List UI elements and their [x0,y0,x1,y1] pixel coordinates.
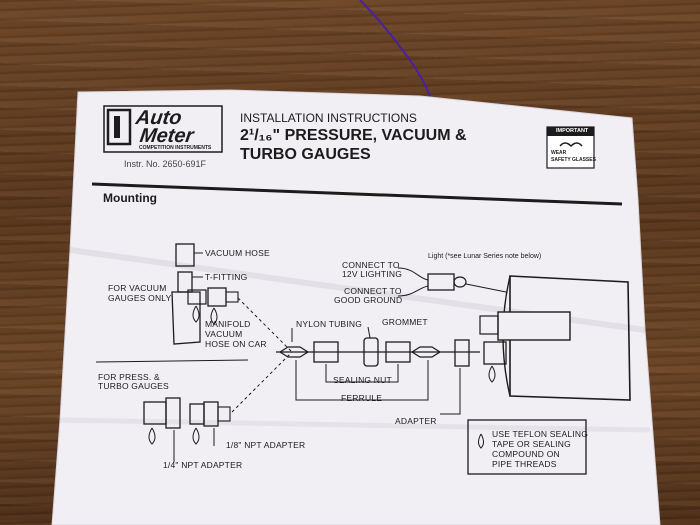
grommet-shape [363,337,379,367]
purple-wire [359,0,431,97]
label-adapter: ADAPTER [395,416,437,426]
label-connect-gnd-2: GOOD GROUND [334,295,403,305]
label-ferrule: FERRULE [341,393,383,403]
label-grommet: GROMMET [382,317,428,327]
gauge-body-drawing [397,267,631,401]
brand-meter: Meter [138,125,195,147]
label-manifold-3: HOSE ON CAR [205,339,267,349]
drip-icon [210,307,218,325]
section-title-mounting: Mounting [103,191,157,205]
label-manifold-1: MANIFOLD [205,319,251,329]
label-connect-gnd-1: CONNECT TO [344,286,402,296]
label-npt-18: 1/8" NPT ADAPTER [226,440,306,450]
label-for-press-2: TURBO GAUGES [98,381,169,391]
auto-meter-logo [103,105,223,153]
drip-icon [192,427,200,445]
header-rule [91,182,623,206]
label-light-note: Light (*see Lunar Series note below) [428,253,542,260]
label-for-vacuum-2: GAUGES ONLY [108,293,172,303]
label-t-fitting: T-FITTING [205,272,248,282]
label-teflon-2: TAPE OR SEALING [492,439,571,449]
instruction-number: Instr. No. 2650-691F [124,159,207,169]
vacuum-tfitting-drawing [171,243,239,345]
label-sealing-nut: SEALING NUT [333,375,392,385]
safety-glasses-badge [546,126,595,169]
brand-tagline: COMPETITION INSTRUMENTS [139,145,212,151]
label-manifold-2: VACUUM [205,329,243,339]
badge-wear: WEAR [551,150,567,156]
drip-icon [148,427,156,445]
label-teflon-3: COMPOUND ON [492,449,560,459]
heading-title-line2: TURBO GAUGES [240,146,371,163]
tubing-assembly-drawing [276,326,507,415]
drip-icon [478,433,484,449]
label-npt-14: 1/4" NPT ADAPTER [163,460,243,470]
heading-installation: INSTALLATION INSTRUCTIONS [240,111,417,125]
npt-adapters-drawing [143,397,231,462]
label-nylon-tubing: NYLON TUBING [296,319,363,329]
badge-safety-glasses: SAFETY GLASSES [551,157,596,163]
drip-icon [488,365,496,383]
heading-title-line1: 2¹/₁₆" PRESSURE, VACUUM & [240,127,467,144]
label-for-press-1: FOR PRESS. & [98,372,160,382]
label-vacuum-hose: VACUUM HOSE [205,248,270,258]
badge-important: IMPORTANT [556,128,589,134]
label-teflon-1: USE TEFLON SEALING [492,429,589,439]
safety-glasses-icon [559,142,583,148]
label-teflon-4: PIPE THREADS [492,459,557,469]
label-connect-12v-1: CONNECT TO [342,260,400,270]
label-connect-12v-2: 12V LIGHTING [342,269,403,279]
label-for-vacuum-1: FOR VACUUM [108,283,167,293]
teflon-note-box [467,419,587,475]
drip-icon [192,305,200,323]
